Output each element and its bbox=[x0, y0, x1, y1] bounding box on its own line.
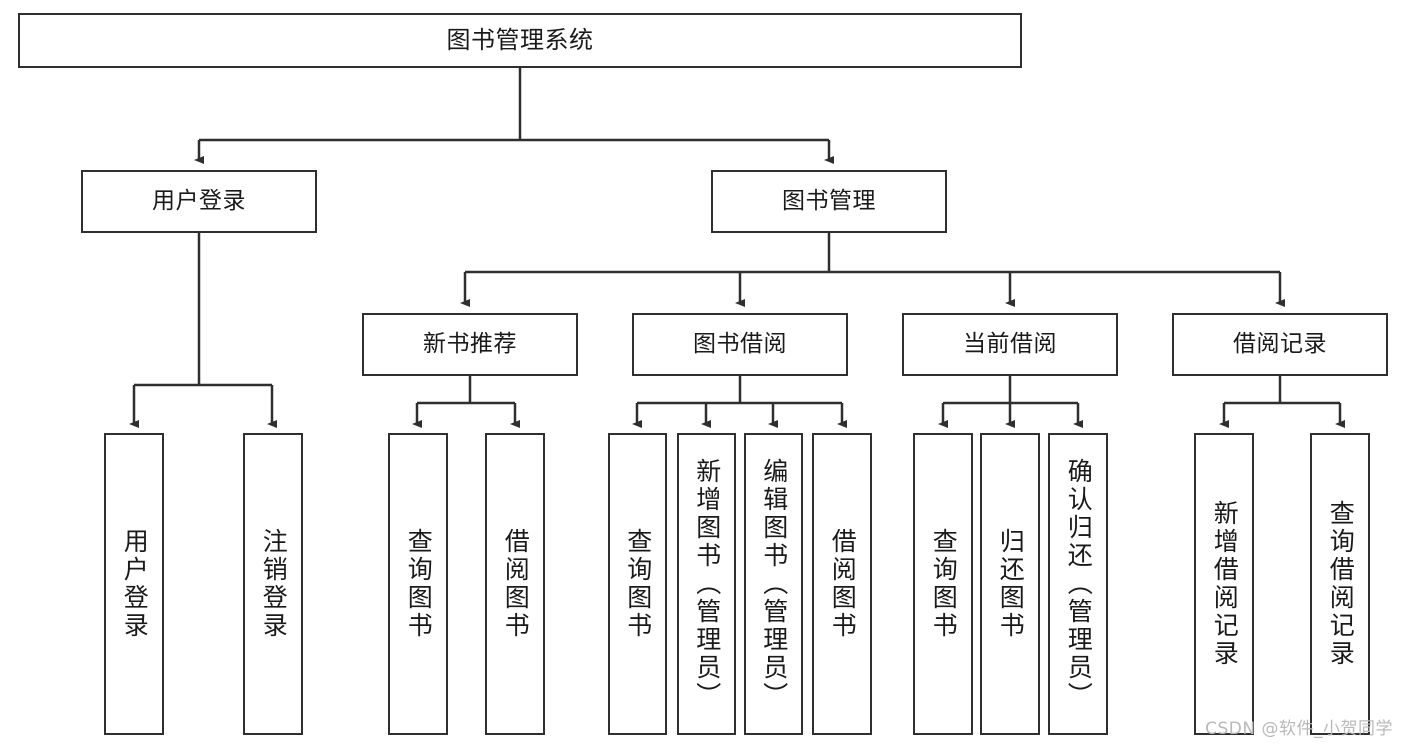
node-root-book-management-system[interactable]: 图书管理系统 bbox=[18, 13, 1022, 68]
leaf-add-borrow-record[interactable]: 新增借阅记录 bbox=[1194, 433, 1254, 735]
csdn-watermark: CSDN @软件_小贺同学 bbox=[1205, 719, 1393, 739]
node-label: 用户登录 bbox=[152, 187, 246, 214]
node-label: 图书管理 bbox=[782, 187, 876, 214]
leaf-add-book-admin[interactable]: 新增图书（管理员） bbox=[677, 433, 736, 735]
node-current-borrow[interactable]: 当前借阅 bbox=[902, 313, 1118, 376]
node-user-login[interactable]: 用户登录 bbox=[81, 170, 317, 233]
node-label: 查询图书 bbox=[929, 528, 959, 640]
leaf-query-book-recommend[interactable]: 查询图书 bbox=[388, 433, 448, 735]
node-label: 归还图书 bbox=[996, 528, 1026, 640]
leaf-confirm-return-admin[interactable]: 确认归还（管理员） bbox=[1048, 433, 1108, 735]
node-book-management[interactable]: 图书管理 bbox=[711, 170, 947, 233]
leaf-user-logout[interactable]: 注销登录 bbox=[243, 433, 303, 735]
leaf-user-login[interactable]: 用户登录 bbox=[104, 433, 164, 735]
node-label: 用户登录 bbox=[120, 528, 150, 640]
node-label: 新增图书（管理员） bbox=[692, 458, 722, 710]
leaf-edit-book-admin[interactable]: 编辑图书（管理员） bbox=[744, 433, 803, 735]
node-label: 注销登录 bbox=[259, 528, 289, 640]
leaf-return-book[interactable]: 归还图书 bbox=[980, 433, 1040, 735]
leaf-query-book-borrow[interactable]: 查询图书 bbox=[608, 433, 667, 735]
node-label: 当前借阅 bbox=[963, 330, 1057, 357]
node-label: 编辑图书（管理员） bbox=[759, 458, 789, 710]
leaf-borrow-book[interactable]: 借阅图书 bbox=[812, 433, 872, 735]
node-label: 查询图书 bbox=[623, 528, 653, 640]
node-label: 新书推荐 bbox=[423, 330, 517, 357]
node-label: 确认归还（管理员） bbox=[1064, 458, 1094, 710]
node-label: 查询借阅记录 bbox=[1326, 500, 1356, 668]
leaf-query-book-current[interactable]: 查询图书 bbox=[913, 433, 973, 735]
node-label: 借阅图书 bbox=[828, 528, 858, 640]
node-book-borrow[interactable]: 图书借阅 bbox=[632, 313, 848, 376]
leaf-query-borrow-record[interactable]: 查询借阅记录 bbox=[1310, 433, 1370, 735]
leaf-borrow-book-recommend[interactable]: 借阅图书 bbox=[485, 433, 545, 735]
node-new-book-recommend[interactable]: 新书推荐 bbox=[362, 313, 578, 376]
node-label: 图书管理系统 bbox=[446, 26, 594, 55]
node-label: 图书借阅 bbox=[693, 330, 787, 357]
node-label: 新增借阅记录 bbox=[1210, 500, 1240, 668]
node-borrow-record[interactable]: 借阅记录 bbox=[1172, 313, 1388, 376]
node-label: 查询图书 bbox=[404, 528, 434, 640]
node-label: 借阅记录 bbox=[1233, 330, 1327, 357]
node-label: 借阅图书 bbox=[501, 528, 531, 640]
